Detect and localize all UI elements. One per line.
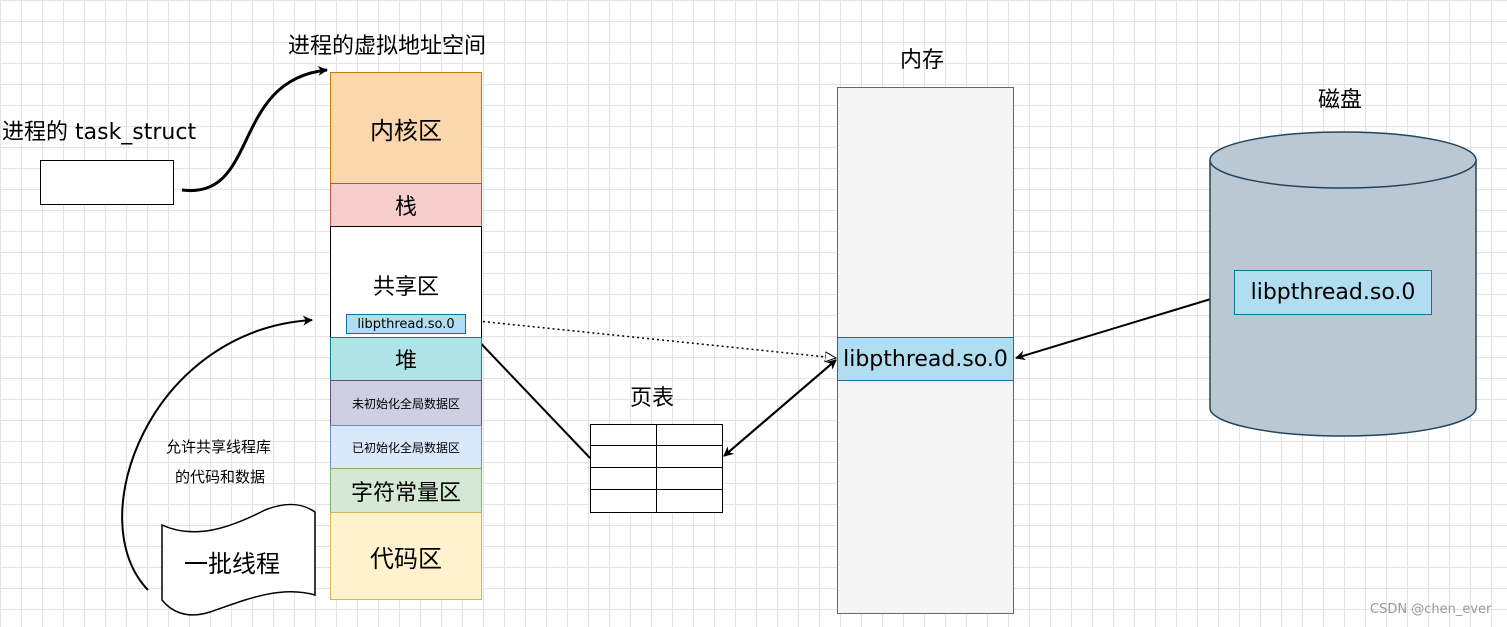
page-table-title: 页表 — [630, 386, 675, 411]
segment-bss: 未初始化全局数据区 — [330, 380, 482, 426]
watermark: CSDN @chen_ever — [1370, 602, 1492, 617]
task-struct-box — [40, 160, 174, 205]
segment-text: 代码区 — [330, 512, 482, 600]
segment-heap: 堆 — [330, 337, 482, 381]
segment-kernel: 内核区 — [330, 72, 482, 184]
segment-shared-label: 共享区 — [372, 275, 439, 300]
dotted-mapping-arrow — [467, 319, 836, 358]
disk-title: 磁盘 — [1318, 88, 1363, 113]
segment-stack-label: 栈 — [394, 195, 417, 220]
threads-note-line1: 允许共享线程库 — [166, 438, 272, 456]
memory-title: 内存 — [900, 48, 945, 73]
memory-lib-block: libpthread.so.0 — [837, 337, 1014, 381]
segment-stack: 栈 — [330, 183, 482, 227]
segment-data: 已初始化全局数据区 — [330, 425, 482, 469]
memory-lib-label: libpthread.so.0 — [843, 346, 1008, 372]
segment-rodata: 字符常量区 — [330, 468, 482, 513]
arrow-threads-to-shared — [121, 315, 313, 591]
thread-group-shape — [161, 503, 316, 616]
arrow-disk-to-memory — [1015, 291, 1235, 361]
segment-text-label: 代码区 — [370, 544, 442, 573]
arrow-pagetable-to-memory — [723, 359, 837, 457]
task-struct-label: 进程的 task_struct — [2, 120, 197, 145]
disk-lib-label: libpthread.so.0 — [1250, 280, 1416, 305]
segment-rodata-label: 字符常量区 — [350, 480, 461, 506]
arrow-task-struct-to-vas — [181, 65, 328, 193]
segment-heap-label: 堆 — [394, 349, 417, 374]
shared-lib-small: libpthread.so.0 — [346, 314, 466, 334]
disk-lib-block: libpthread.so.0 — [1234, 270, 1432, 315]
thread-group-label: 一批线程 — [184, 550, 280, 578]
vas-title: 进程的虚拟地址空间 — [288, 34, 487, 59]
segment-kernel-label: 内核区 — [370, 116, 442, 145]
arrow-pagetable-to-shared — [469, 331, 591, 459]
threads-note-line2: 的代码和数据 — [175, 468, 266, 486]
page-table-grid — [590, 424, 723, 513]
segment-data-label: 已初始化全局数据区 — [351, 440, 460, 455]
shared-lib-small-label: libpthread.so.0 — [357, 316, 455, 332]
segment-bss-label: 未初始化全局数据区 — [351, 396, 460, 411]
